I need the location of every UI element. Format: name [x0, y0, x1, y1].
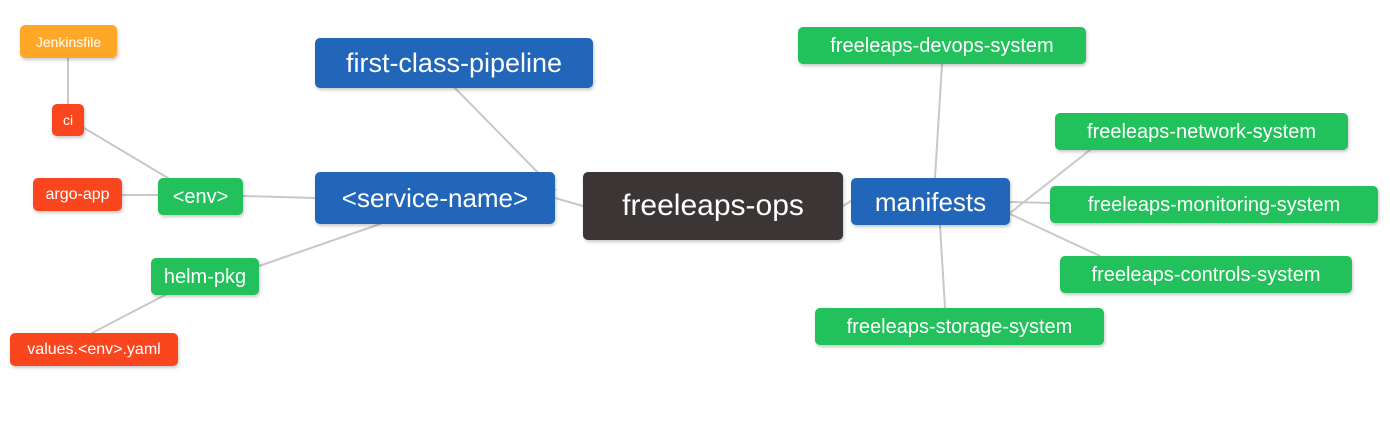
node-label-monitoring-system: freeleaps-monitoring-system [1087, 193, 1341, 216]
node-manifests[interactable]: manifests [851, 178, 1010, 225]
node-storage-system[interactable]: freeleaps-storage-system [815, 308, 1104, 345]
node-label-controls-system: freeleaps-controls-system [1091, 263, 1321, 286]
node-network-system[interactable]: freeleaps-network-system [1055, 113, 1348, 150]
node-label-argo-app: argo-app [45, 185, 110, 203]
node-jenkinsfile[interactable]: Jenkinsfile [20, 25, 117, 58]
node-helm-pkg[interactable]: helm-pkg [151, 258, 259, 295]
edge-root-to-service-name [554, 197, 584, 207]
node-label-first-class-pipeline: first-class-pipeline [345, 47, 563, 78]
node-label-service-name: <service-name> [341, 183, 529, 213]
node-root[interactable]: freeleaps-ops [583, 172, 843, 240]
edge-manifests-to-devops-system [934, 63, 943, 179]
edge-helm-pkg-to-values-yaml [91, 294, 166, 334]
node-argo-app[interactable]: argo-app [33, 178, 122, 211]
node-values-yaml[interactable]: values.<env>.yaml [10, 333, 178, 366]
node-service-name[interactable]: <service-name> [315, 172, 555, 224]
node-label-jenkinsfile: Jenkinsfile [35, 33, 102, 50]
edge-env-to-ci [83, 127, 169, 179]
node-devops-system[interactable]: freeleaps-devops-system [798, 27, 1086, 64]
node-label-storage-system: freeleaps-storage-system [846, 315, 1073, 338]
edge-service-name-to-helm-pkg [258, 223, 381, 267]
node-label-network-system: freeleaps-network-system [1087, 120, 1316, 143]
edge-manifests-to-storage-system [939, 224, 946, 309]
node-label-values-yaml: values.<env>.yaml [27, 340, 161, 358]
node-env[interactable]: <env> [158, 178, 243, 215]
node-monitoring-system[interactable]: freeleaps-monitoring-system [1050, 186, 1378, 223]
edge-root-to-manifests [842, 200, 852, 207]
node-label-root: freeleaps-ops [622, 189, 804, 222]
edge-service-name-to-env [242, 195, 316, 199]
node-label-helm-pkg: helm-pkg [163, 265, 247, 288]
node-ci[interactable]: ci [52, 104, 84, 136]
node-label-ci: ci [62, 112, 74, 128]
node-label-manifests: manifests [874, 186, 987, 217]
node-label-devops-system: freeleaps-devops-system [830, 34, 1054, 57]
node-controls-system[interactable]: freeleaps-controls-system [1060, 256, 1352, 293]
node-label-env: <env> [172, 185, 229, 208]
node-first-class-pipeline[interactable]: first-class-pipeline [315, 38, 593, 88]
edge-manifests-to-monitoring-system [1009, 201, 1051, 204]
